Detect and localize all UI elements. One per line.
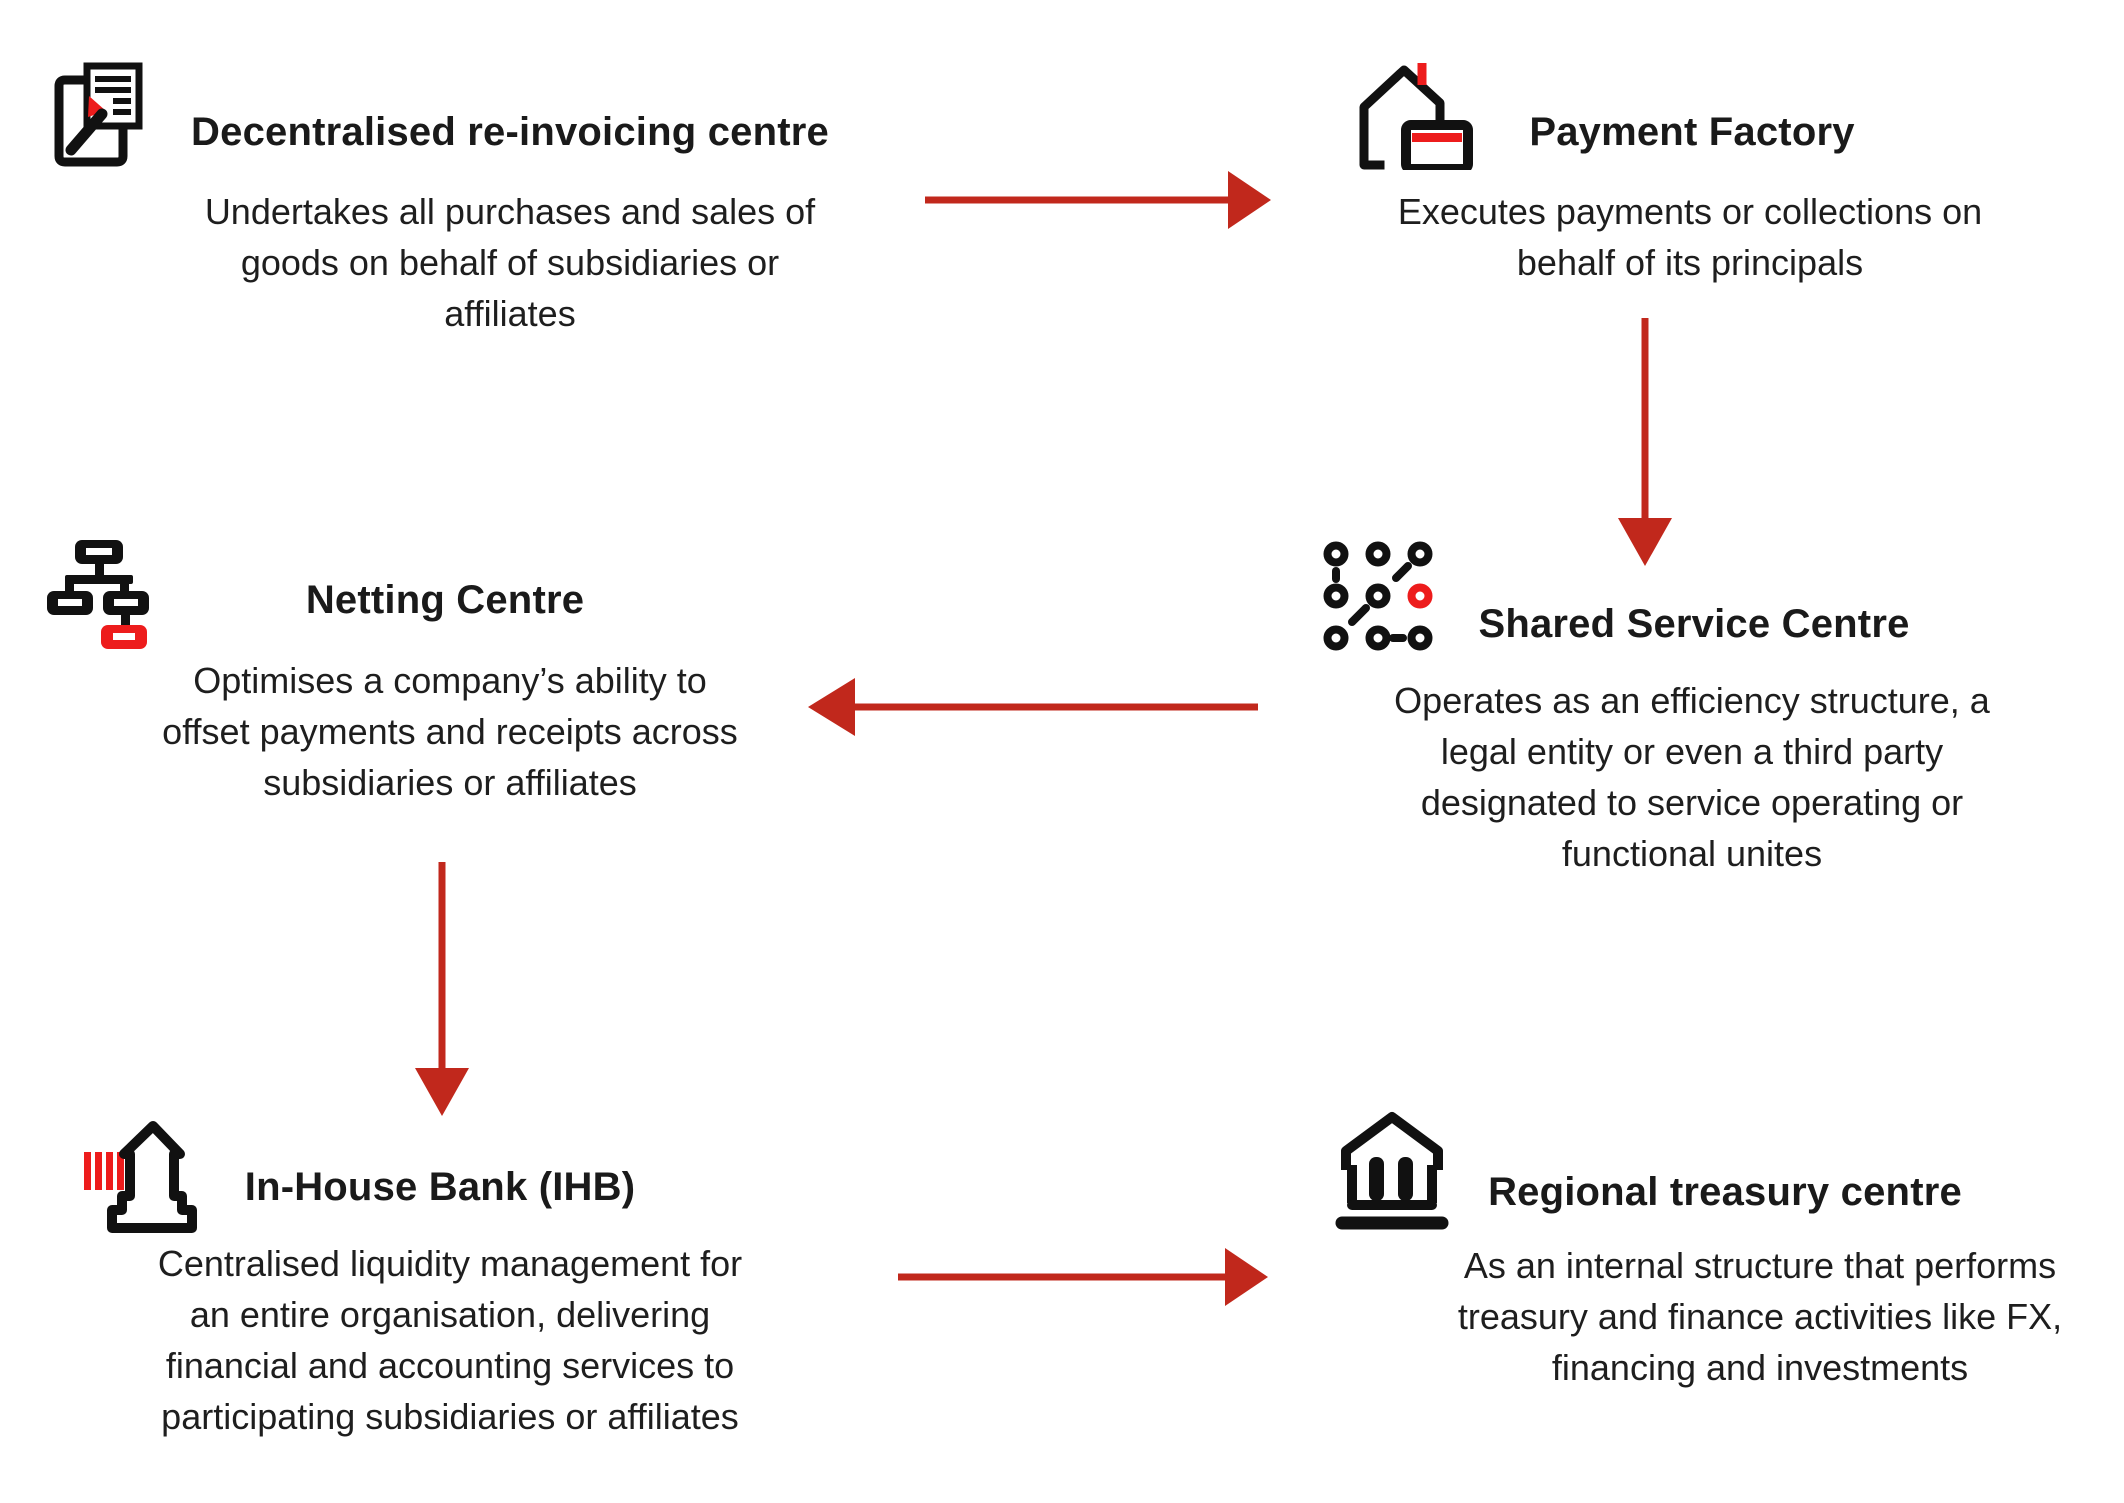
treasury-building-icon xyxy=(1335,1112,1449,1230)
invoice-edit-icon xyxy=(54,62,143,167)
netting-hierarchy-icon xyxy=(47,540,149,649)
arrow-netting-centre-to-in-house-bank xyxy=(415,862,469,1116)
node-title-reinvoicing: Decentralised re-invoicing centre xyxy=(191,110,829,154)
shared-service-dots-icon xyxy=(1323,541,1433,651)
arrow-in-house-bank-to-regional-treasury xyxy=(898,1248,1268,1306)
node-description-netting-centre: Optimises a company’s ability to offset … xyxy=(162,660,738,803)
arrow-shared-service-to-netting-centre xyxy=(808,678,1258,736)
arrow-payment-factory-to-shared-service xyxy=(1618,318,1672,566)
node-description-reinvoicing: Undertakes all purchases and sales of go… xyxy=(204,191,816,334)
node-description-shared-service-centre: Operates as an efficiency structure, a l… xyxy=(1394,680,1990,874)
node-title-netting-centre: Netting Centre xyxy=(305,578,585,622)
node-title-regional-treasury-centre: Regional treasury centre xyxy=(1488,1170,1962,1214)
arrow-reinvoicing-to-payment-factory xyxy=(925,171,1271,229)
node-title-payment-factory: Payment Factory xyxy=(1529,110,1855,154)
node-title-shared-service-centre: Shared Service Centre xyxy=(1478,602,1910,646)
node-title-in-house-bank: In-House Bank (IHB) xyxy=(244,1165,636,1209)
node-description-payment-factory: Executes payments or collections on beha… xyxy=(1397,191,1983,283)
payment-factory-icon xyxy=(1359,63,1473,170)
node-description-in-house-bank: Centralised liquidity management for an … xyxy=(157,1243,743,1437)
node-description-regional-treasury-centre: As an internal structure that performs t… xyxy=(1457,1245,2063,1388)
in-house-bank-icon xyxy=(84,1121,197,1233)
